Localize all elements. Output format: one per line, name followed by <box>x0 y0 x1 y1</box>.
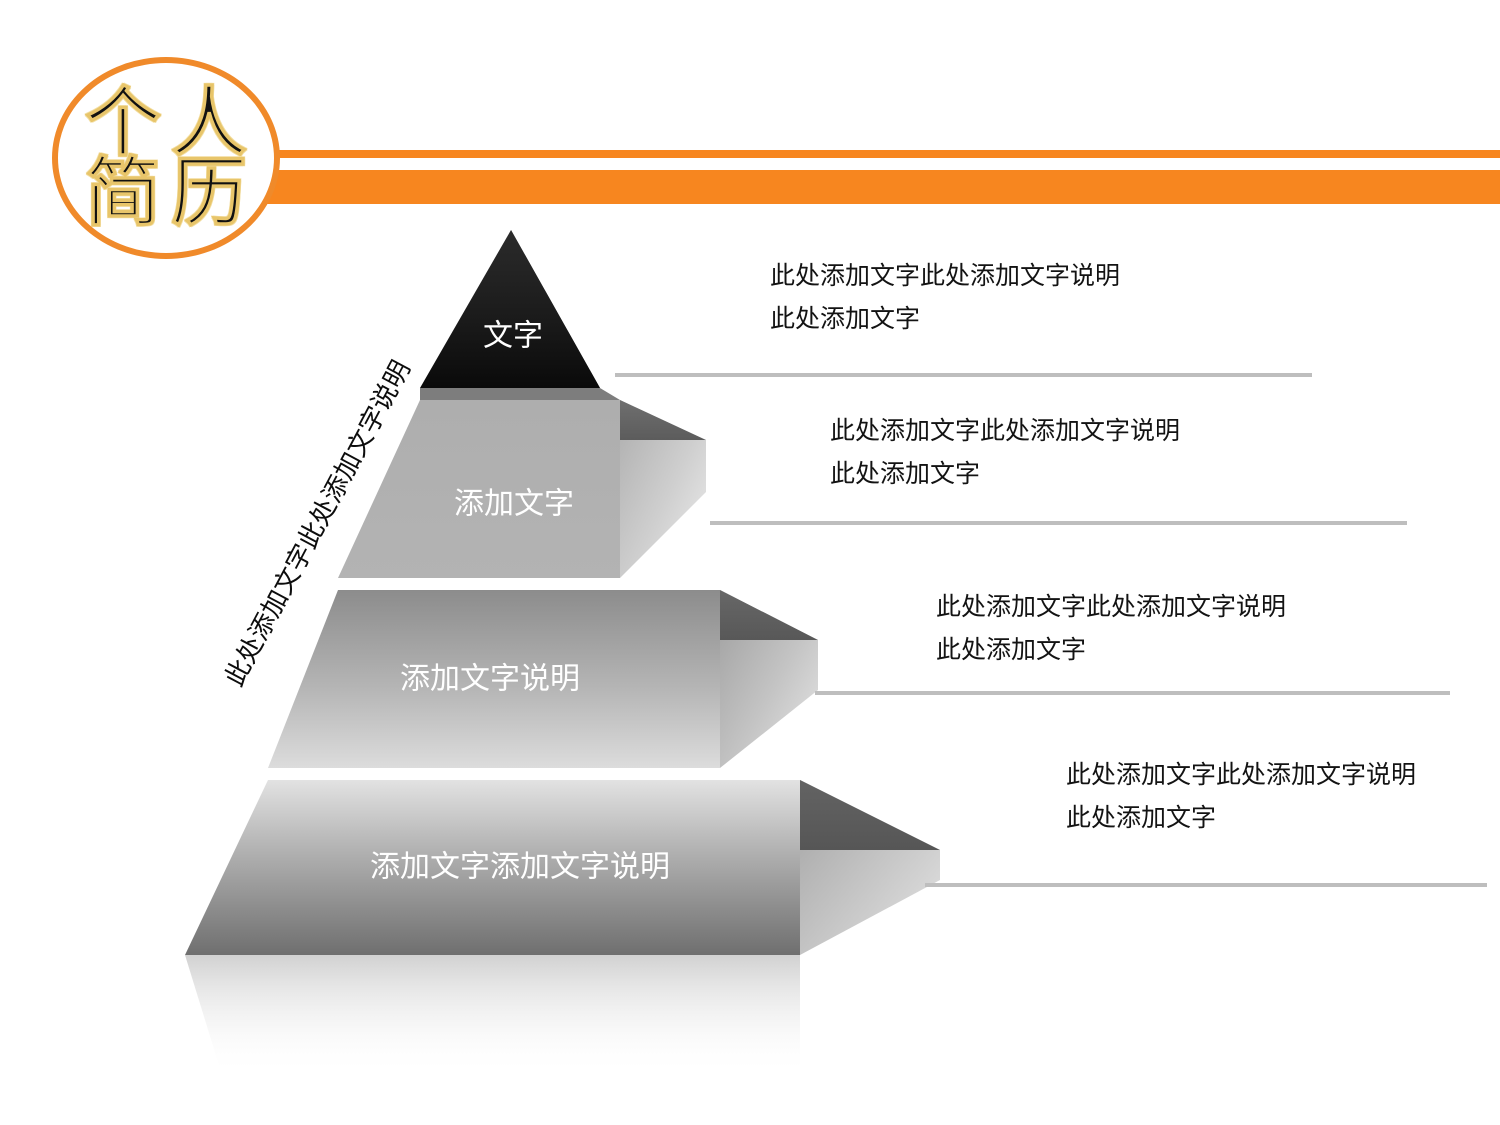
tier-3-label: 添加文字说明 <box>400 662 580 697</box>
tier-1-front-face <box>420 230 600 388</box>
tier-3-front-face <box>268 590 720 768</box>
callout-2: 此处添加文字此处添加文字说明 此处添加文字 <box>830 409 1180 495</box>
personal-resume-logo: 个人 简历 <box>52 57 280 259</box>
callout-1-line-1: 此处添加文字此处添加文字说明 <box>770 261 1121 290</box>
callout-4: 此处添加文字此处添加文字说明 此处添加文字 <box>1066 753 1416 839</box>
callout-3-line-2: 此处添加文字 <box>936 635 1087 664</box>
connector-line-4 <box>925 883 1487 887</box>
callout-2-line-2: 此处添加文字 <box>830 459 981 488</box>
tier-2-side-face <box>620 400 706 578</box>
tier-2-front-face <box>338 400 620 578</box>
pyramid-tier-3[interactable]: 添加文字说明 <box>268 590 818 768</box>
tier-1-label: 文字 <box>483 319 543 354</box>
pyramid-tier-1[interactable]: 文字 <box>420 230 620 400</box>
tier-2-label: 添加文字 <box>454 487 574 522</box>
tier-4-reflection <box>185 955 800 1075</box>
callout-1-line-2: 此处添加文字 <box>770 304 921 333</box>
callout-4-line-2: 此处添加文字 <box>1066 803 1217 832</box>
tier-1-base-shadow <box>420 388 620 400</box>
logo-line-2: 简历 <box>85 148 257 237</box>
pyramid-tier-4[interactable]: 添加文字添加文字说明 <box>185 780 940 1075</box>
tier-4-front-face <box>185 780 800 955</box>
callout-2-line-1: 此处添加文字此处添加文字说明 <box>830 416 1181 445</box>
tier-4-label: 添加文字添加文字说明 <box>370 850 670 885</box>
callout-4-line-1: 此处添加文字此处添加文字说明 <box>1066 760 1417 789</box>
callout-3: 此处添加文字此处添加文字说明 此处添加文字 <box>936 585 1286 671</box>
connector-line-1 <box>615 373 1312 377</box>
callout-3-line-1: 此处添加文字此处添加文字说明 <box>936 592 1287 621</box>
pyramid-tier-2[interactable]: 添加文字 <box>338 400 706 578</box>
callout-1: 此处添加文字此处添加文字说明 此处添加文字 <box>770 254 1120 340</box>
connector-line-2 <box>710 521 1407 525</box>
logo-line-1: 个人 <box>85 78 257 168</box>
connector-line-3 <box>815 691 1450 695</box>
